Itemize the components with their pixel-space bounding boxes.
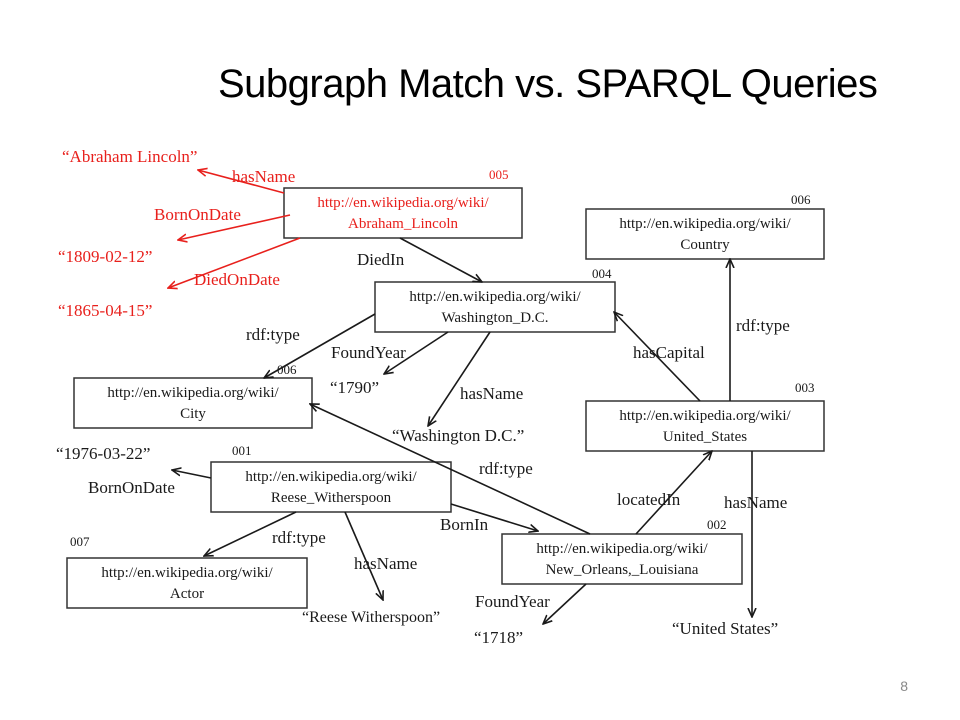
node-007-line2: Actor	[170, 586, 204, 602]
node-005-line1: http://en.wikipedia.org/wiki/	[317, 195, 489, 211]
node-007-line1: http://en.wikipedia.org/wiki/	[101, 565, 273, 581]
node-box-004	[374, 281, 616, 333]
edge-locatedin	[635, 451, 712, 535]
literal-us-name: “United States”	[672, 619, 778, 638]
node-002-id: 002	[707, 517, 727, 532]
edge-label-rdftype-rw: rdf:type	[272, 528, 326, 547]
node-001-id: 001	[232, 443, 252, 458]
node-box-001	[210, 461, 452, 513]
edge-label-bornin: BornIn	[440, 515, 489, 534]
edge-label-diedin: DiedIn	[357, 250, 405, 269]
edge-foundyear-no	[543, 583, 587, 624]
edge-bornin	[450, 503, 538, 531]
edge-bornondate-rw	[172, 470, 212, 479]
literal-abraham-name: “Abraham Lincoln”	[62, 147, 197, 166]
node-box-007	[66, 557, 308, 609]
node-box-005	[283, 187, 523, 239]
node-001-line2: Reese_Witherspoon	[271, 490, 392, 506]
edge-hasname-rw	[344, 511, 383, 600]
node-002-line2: New_Orleans,_Louisiana	[546, 562, 699, 578]
node-003-line2: United_States	[663, 429, 747, 445]
node-003-id: 003	[795, 380, 815, 395]
node-006-city-id: 006	[277, 362, 297, 377]
edge-label-diedondate-red: DiedOnDate	[194, 270, 280, 289]
node-006-country-line2: Country	[680, 237, 730, 253]
edge-label-hasname-dc: hasName	[460, 384, 523, 403]
node-005-line2: Abraham_Lincoln	[348, 216, 458, 232]
literal-year-1718: “1718”	[474, 628, 523, 647]
node-004: http://en.wikipedia.org/wiki/ Washington…	[374, 266, 616, 333]
node-003-line1: http://en.wikipedia.org/wiki/	[619, 408, 791, 424]
edge-label-foundyear-no: FoundYear	[475, 592, 550, 611]
edge-label-bornondate-red: BornOnDate	[154, 205, 241, 224]
edge-hasname-red	[198, 170, 285, 194]
literal-born-1976: “1976-03-22”	[56, 444, 150, 463]
literal-born-1809: “1809-02-12”	[58, 247, 152, 266]
node-001: http://en.wikipedia.org/wiki/ Reese_With…	[210, 443, 452, 513]
edge-rdftype-no-city	[310, 404, 591, 535]
node-002-line1: http://en.wikipedia.org/wiki/	[536, 541, 708, 557]
edge-label-hasname-us: hasName	[724, 493, 787, 512]
node-006-country-id: 006	[791, 192, 811, 207]
edge-hasname-dc	[428, 331, 491, 426]
node-005-id: 005	[489, 167, 509, 182]
edge-rdftype-dc-city	[264, 313, 376, 378]
literal-year-1790: “1790”	[330, 378, 379, 397]
node-004-line2: Washington_D.C.	[441, 310, 548, 326]
edge-label-hascapital: hasCapital	[633, 343, 705, 362]
node-004-id: 004	[592, 266, 612, 281]
node-006-country-line1: http://en.wikipedia.org/wiki/	[619, 216, 791, 232]
slide-title: Subgraph Match vs. SPARQL Queries	[218, 62, 878, 106]
node-004-line1: http://en.wikipedia.org/wiki/	[409, 289, 581, 305]
edge-diedondate-red	[168, 237, 301, 288]
node-007-id: 007	[70, 534, 90, 549]
edge-bornondate-red	[178, 214, 291, 240]
node-006-city-line1: http://en.wikipedia.org/wiki/	[107, 385, 279, 401]
page-number: 8	[900, 678, 908, 694]
literal-died-1865: “1865-04-15”	[58, 301, 152, 320]
edge-label-foundyear-dc: FoundYear	[331, 343, 406, 362]
node-001-line1: http://en.wikipedia.org/wiki/	[245, 469, 417, 485]
node-006-city: http://en.wikipedia.org/wiki/ City 006	[73, 362, 313, 429]
edge-label-hasname-red: hasName	[232, 167, 295, 186]
edge-hascapital	[614, 312, 701, 402]
node-006-country: http://en.wikipedia.org/wiki/ Country 00…	[585, 192, 825, 260]
literal-reese-name: “Reese Witherspoon”	[302, 609, 440, 626]
node-007: http://en.wikipedia.org/wiki/ Actor 007	[66, 534, 308, 609]
edge-label-bornondate-rw: BornOnDate	[88, 478, 175, 497]
abraham-lincoln-subgraph: http://en.wikipedia.org/wiki/ Abraham_Li…	[58, 147, 523, 320]
edge-foundyear-dc	[384, 331, 449, 374]
node-box-006-city	[73, 377, 313, 429]
node-002: http://en.wikipedia.org/wiki/ New_Orlean…	[501, 517, 743, 585]
edge-label-rdftype-no: rdf:type	[479, 459, 533, 478]
node-box-006-country	[585, 208, 825, 260]
node-box-002	[501, 533, 743, 585]
edge-diedin	[399, 237, 482, 282]
literal-washington-name: “Washington D.C.”	[392, 426, 524, 445]
edge-label-rdftype-dc: rdf:type	[246, 325, 300, 344]
node-006-city-line2: City	[180, 406, 206, 422]
edge-label-rdftype-us: rdf:type	[736, 316, 790, 335]
node-003: http://en.wikipedia.org/wiki/ United_Sta…	[585, 380, 825, 452]
edge-label-locatedin: locatedIn	[617, 490, 681, 509]
edge-rdftype-rw-actor	[204, 511, 297, 556]
edge-label-hasname-rw: hasName	[354, 554, 417, 573]
